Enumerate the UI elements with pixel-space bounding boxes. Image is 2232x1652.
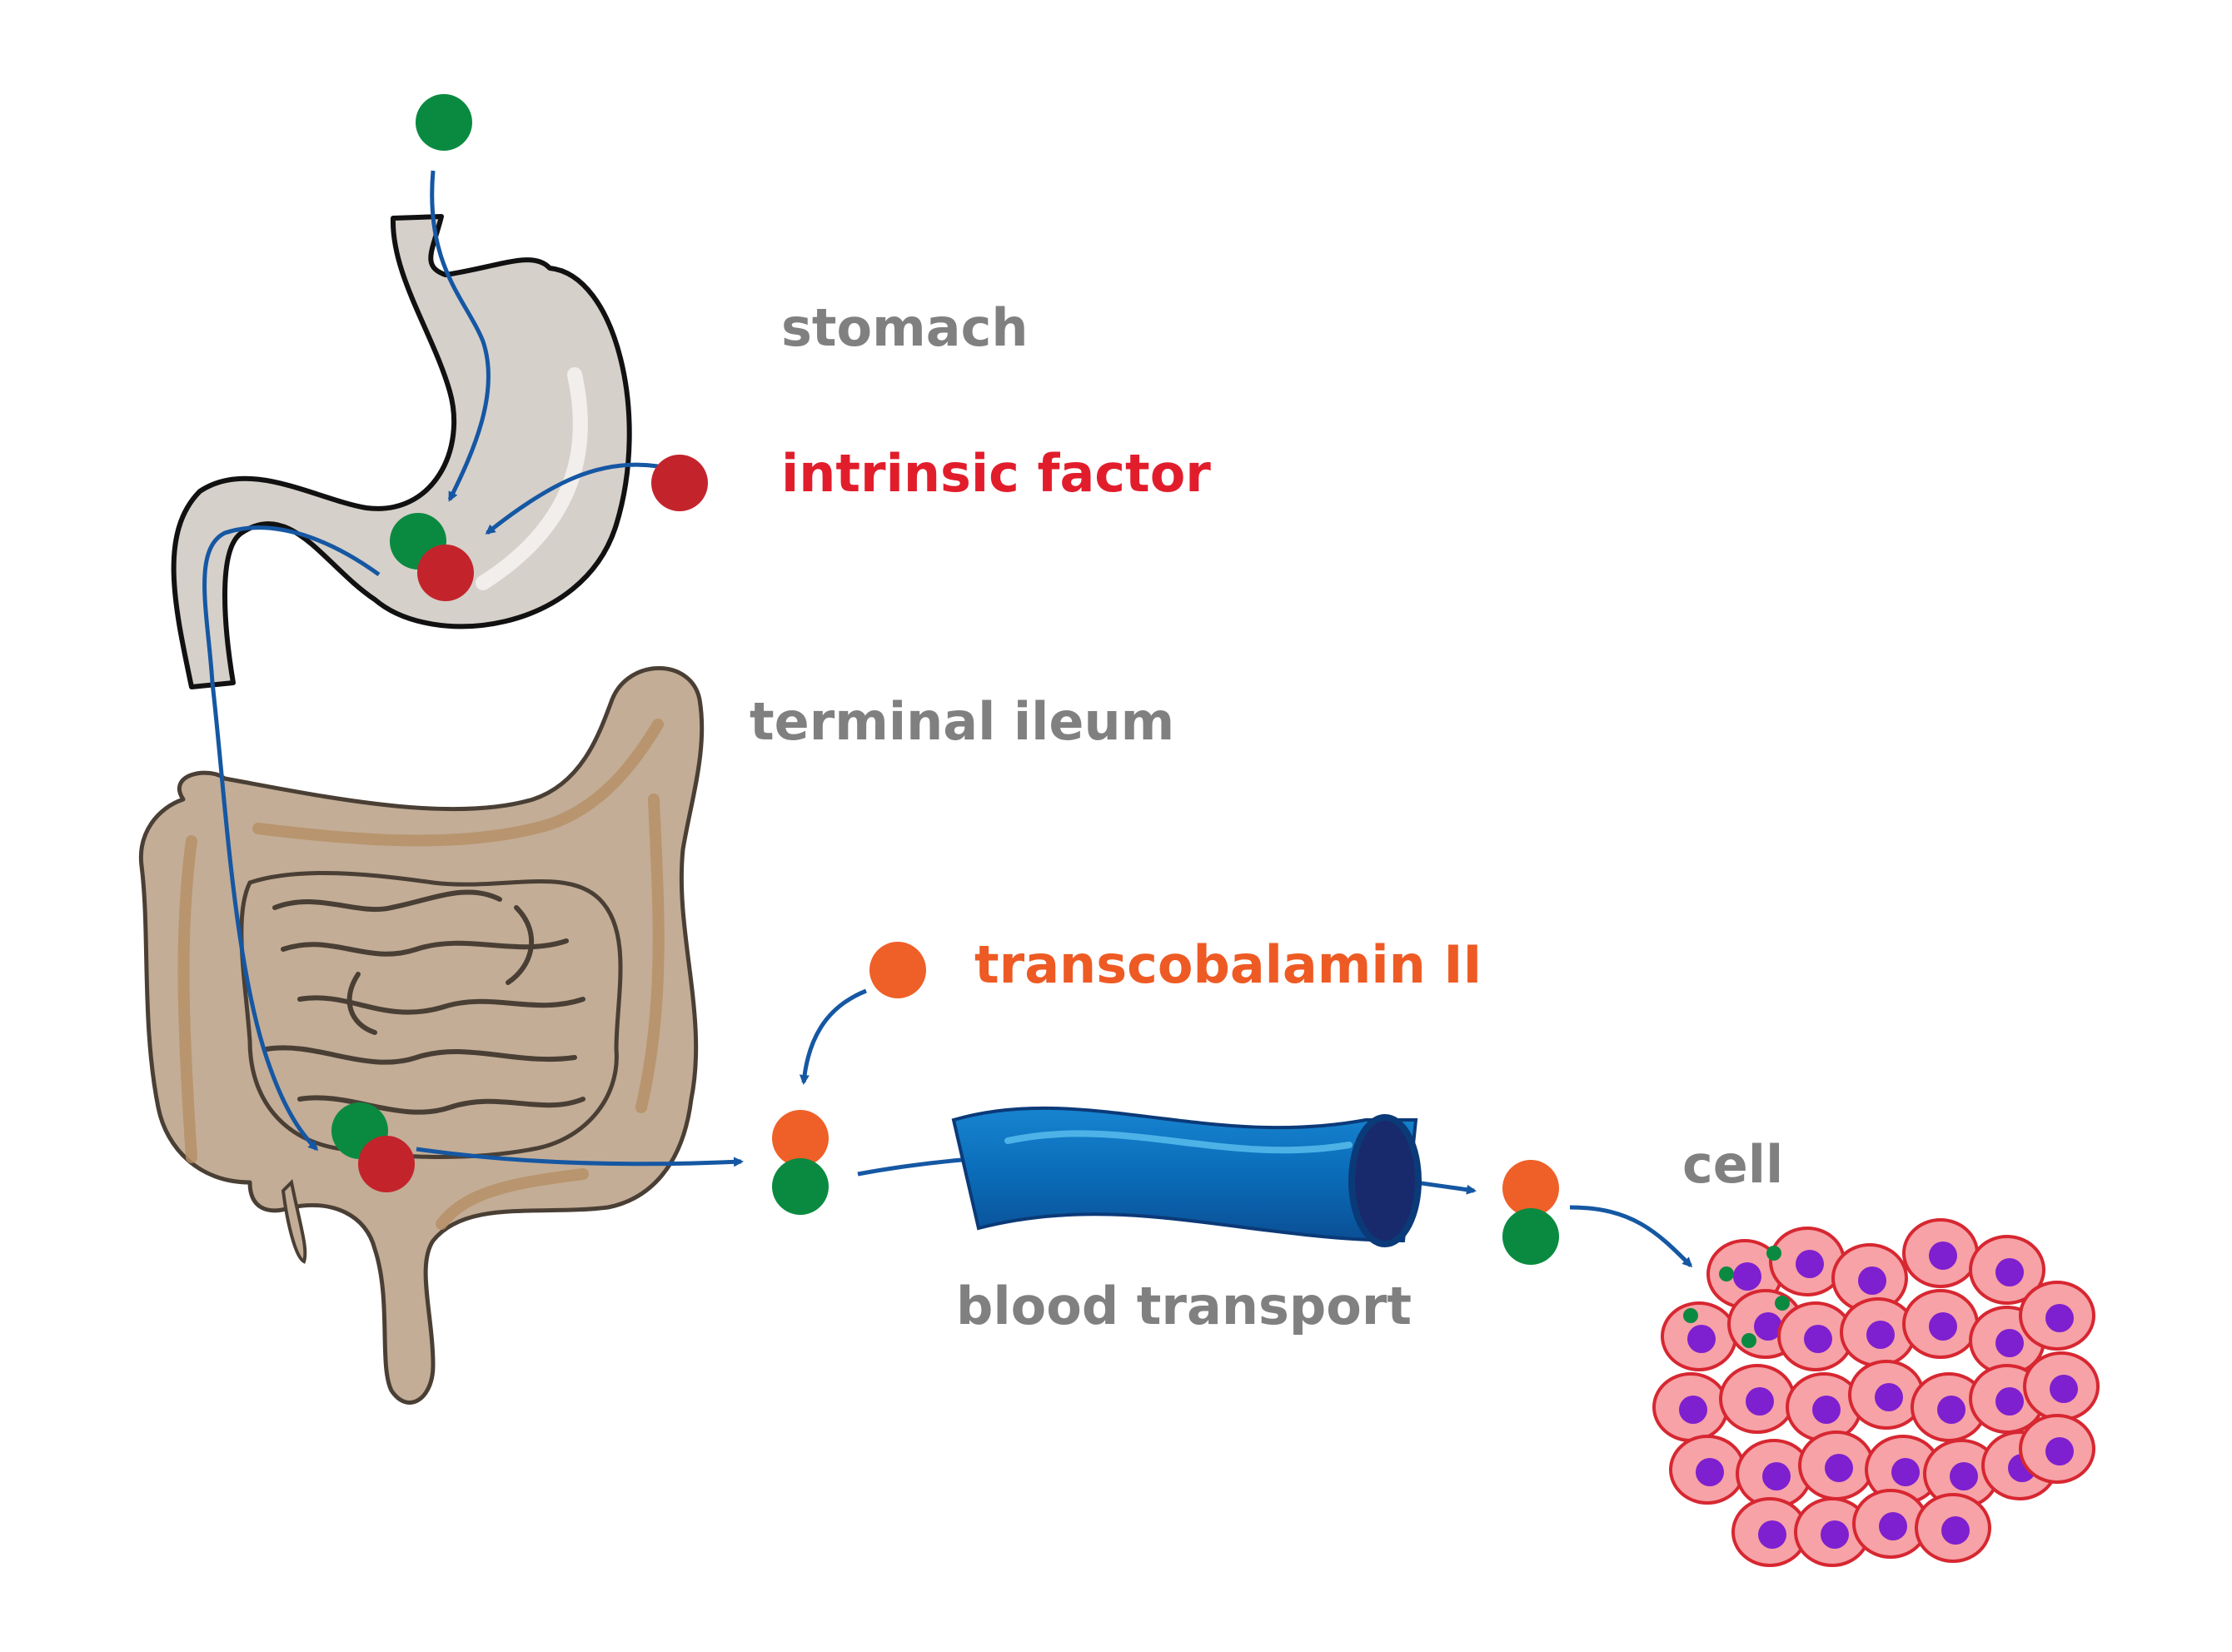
cell [1798, 1431, 1875, 1500]
blood-transport-label: blood transport [956, 1276, 1412, 1336]
arrow-to-transcobalamin [416, 1147, 744, 1167]
b12-molecule-blood [1502, 1208, 1559, 1265]
intrinsic-factor-molecule [651, 455, 708, 511]
b12-molecule-in-cell [1766, 1246, 1781, 1261]
transcobalamin-molecule-blood [1502, 1160, 1559, 1217]
b12-molecule-in-cell [1719, 1266, 1734, 1281]
cell-label: cell [1682, 1134, 1783, 1195]
cell [1852, 1489, 1929, 1559]
arrow-into-stomach [430, 170, 491, 502]
b12-molecule-joined [772, 1158, 829, 1215]
blood-vessel [951, 1106, 1422, 1247]
transcobalamin-molecule-joined [772, 1110, 829, 1167]
b12-molecule-in-cell [1775, 1296, 1790, 1311]
stomach-label: stomach [781, 297, 1028, 358]
cell [2019, 1281, 2095, 1351]
cell-cluster [1652, 1218, 2100, 1567]
cell [1915, 1493, 1991, 1563]
b12-molecule-start [416, 94, 472, 151]
terminal-ileum-label: terminal ileum [750, 691, 1174, 752]
intrinsic-factor-molecule-ileum [358, 1136, 415, 1192]
cell [1902, 1289, 1979, 1359]
arrow-intrinsic-factor [485, 462, 659, 535]
cell [1661, 1301, 1737, 1371]
cell [1786, 1372, 1862, 1442]
cell [1731, 1497, 1808, 1567]
cell [1969, 1235, 2045, 1305]
cell [1652, 1372, 1729, 1442]
cell [1794, 1497, 1871, 1567]
b12-molecule-in-cell [1683, 1308, 1698, 1323]
cell [1840, 1297, 1916, 1367]
b12-molecule-in-cell [1741, 1333, 1756, 1348]
cell [1848, 1360, 1925, 1430]
arrow-to-cell [1569, 1205, 1693, 1268]
cell [1669, 1435, 1746, 1505]
cell [1902, 1218, 1979, 1288]
cell [2019, 1414, 2095, 1484]
molecules [331, 94, 1559, 1265]
transcobalamin-label: transcobalamin II [974, 934, 1482, 995]
cell [1831, 1243, 1908, 1313]
intestine-organ [138, 666, 705, 1405]
cell [2023, 1351, 2100, 1421]
arrow-transcobalamin-join [799, 988, 867, 1085]
intrinsic-factor-molecule-stomach [417, 545, 474, 601]
stomach-organ [171, 214, 632, 689]
intrinsic-factor-label: intrinsic factor [781, 443, 1211, 504]
transcobalamin-molecule [869, 942, 926, 998]
arrow-through-intestine [202, 525, 381, 1152]
cell [1719, 1364, 1796, 1434]
